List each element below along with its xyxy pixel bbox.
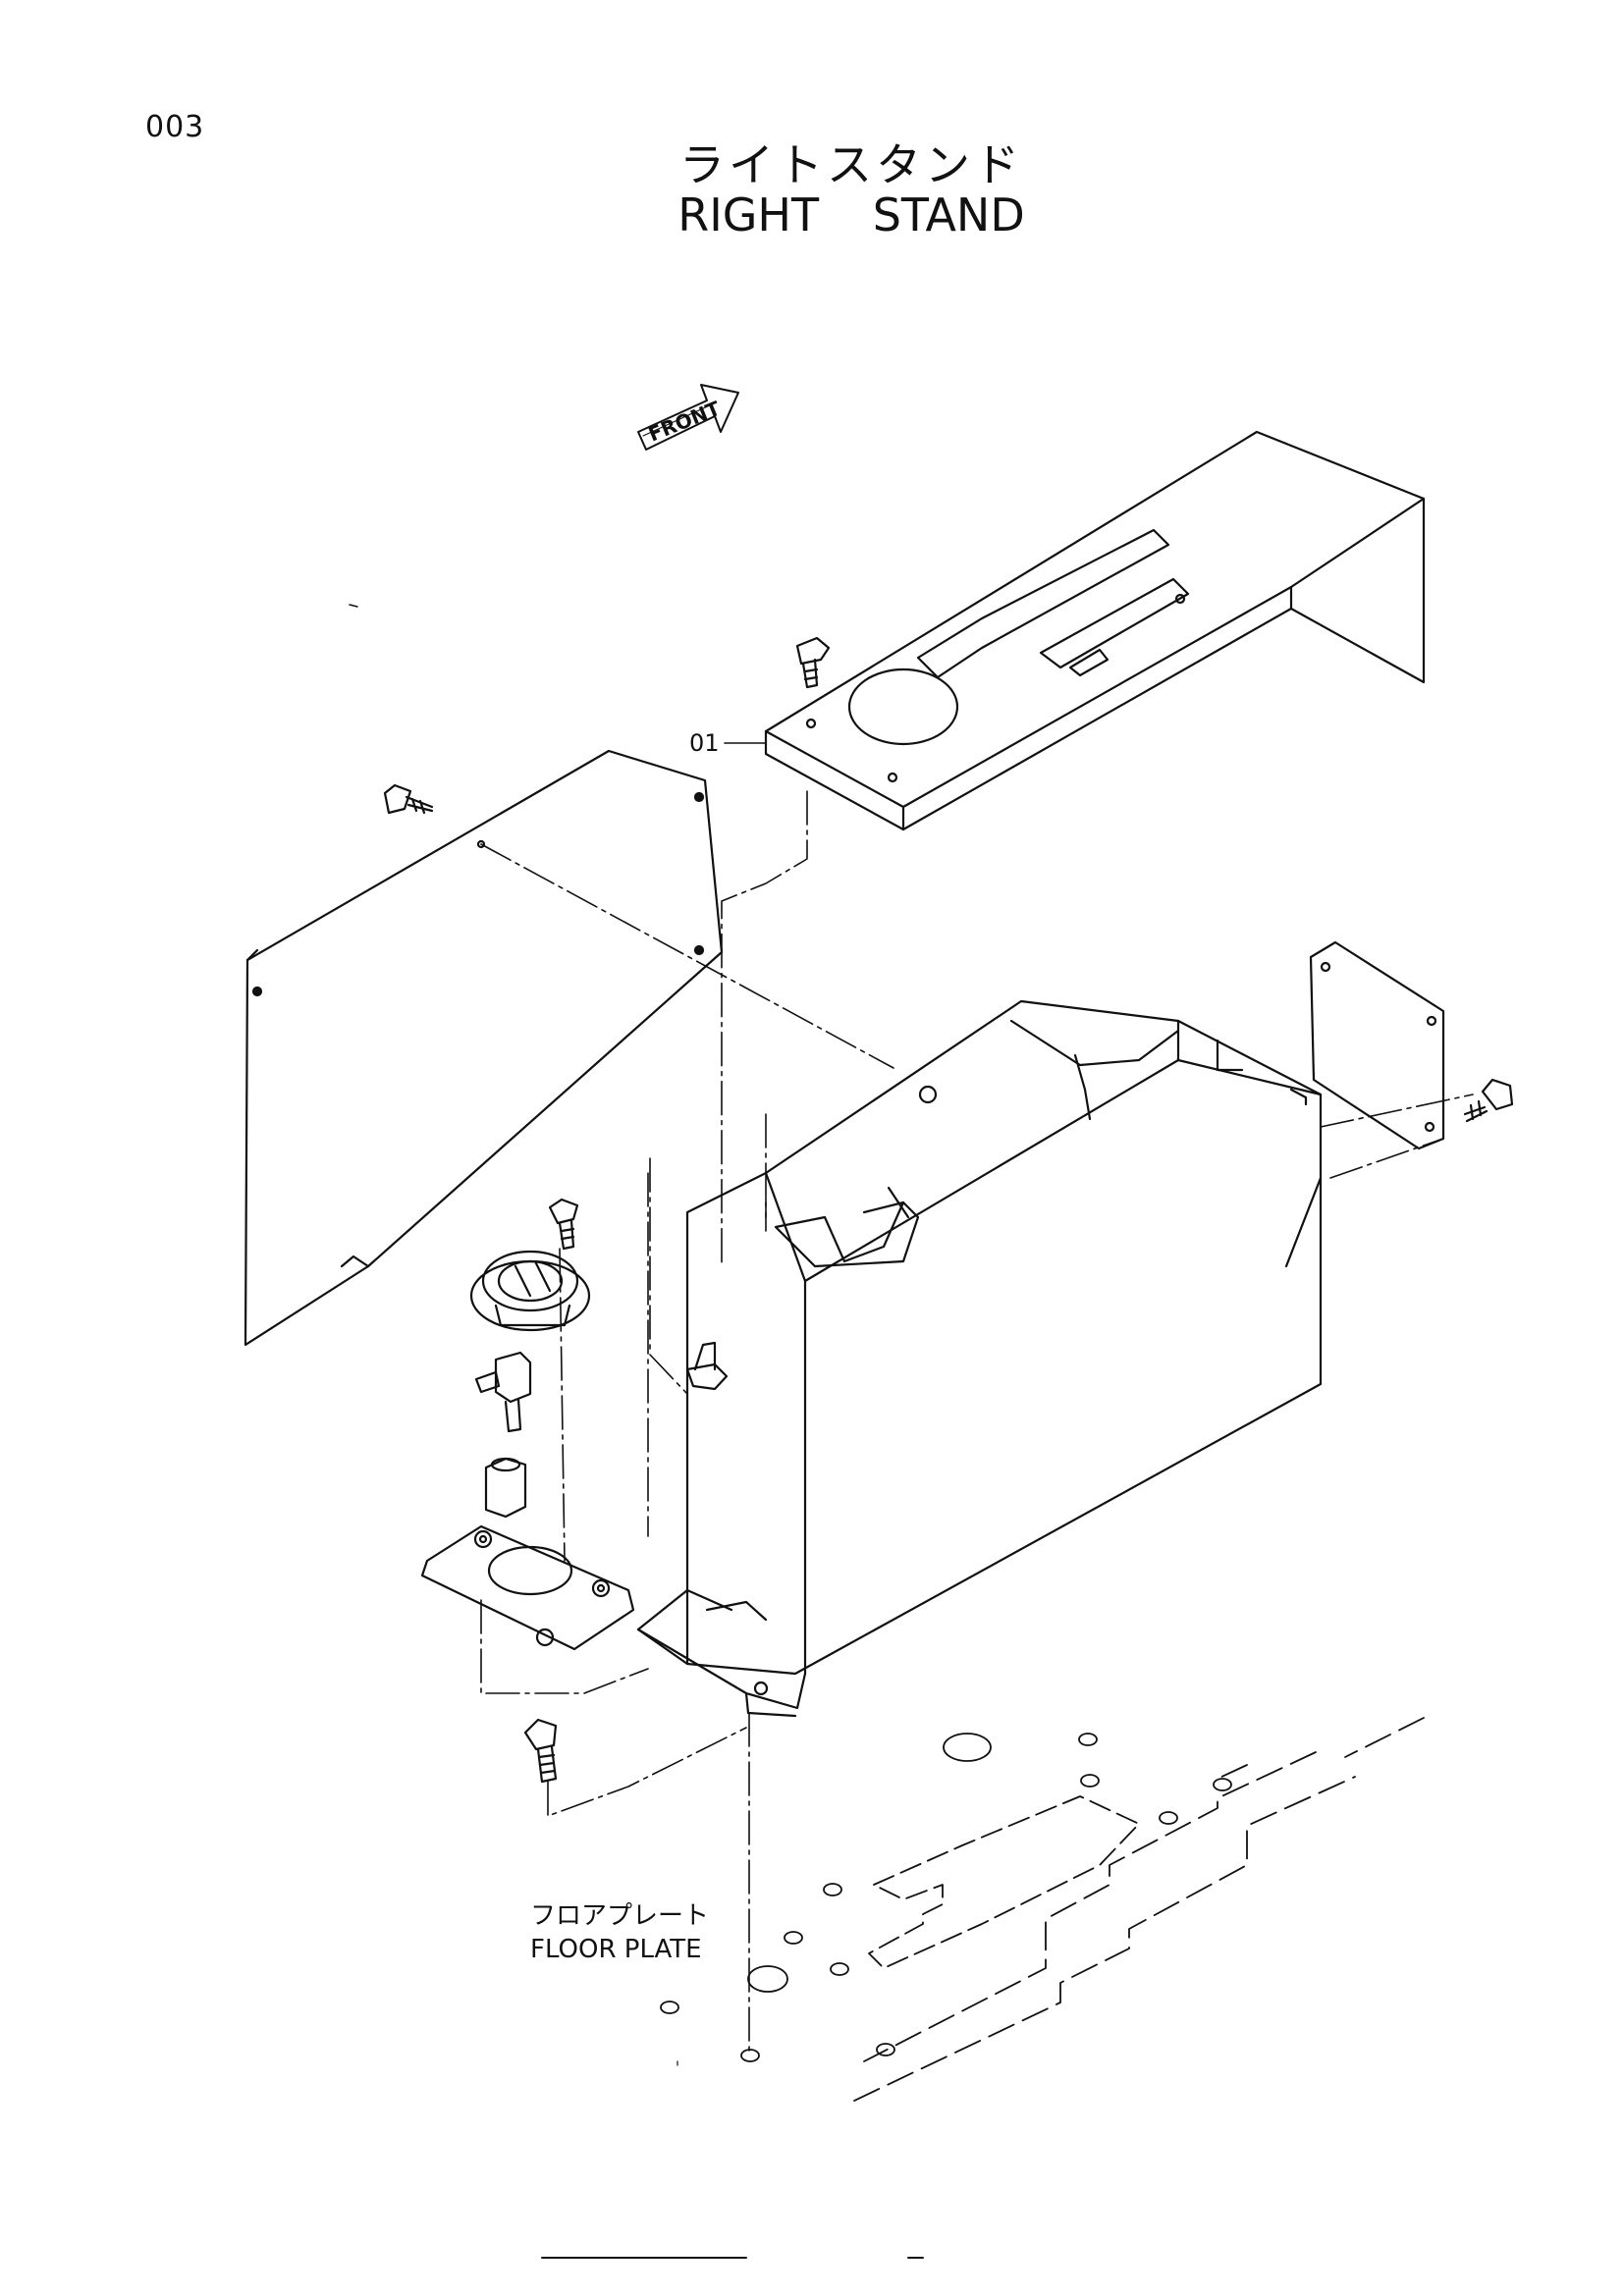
floor-plate-label-ja: フロアプレート bbox=[530, 1901, 710, 1931]
rear-bolt bbox=[1463, 1078, 1514, 1123]
title-japanese: ライトスタンド bbox=[679, 138, 1023, 191]
callout-01-label: 01 bbox=[689, 729, 720, 757]
stand-body bbox=[636, 999, 1323, 1718]
lower-bolt bbox=[523, 1718, 558, 1784]
spacer-nut bbox=[484, 1457, 527, 1519]
top-plate-bolt bbox=[795, 636, 831, 689]
body-bolt bbox=[685, 1341, 729, 1391]
switch-screw bbox=[548, 1198, 579, 1251]
assembly-lines bbox=[480, 790, 1474, 2057]
top-plate bbox=[764, 430, 1426, 831]
title-english: RIGHT STAND bbox=[677, 188, 1025, 241]
side-panel-bolt bbox=[383, 783, 434, 815]
floor-plate-label-en: FLOOR PLATE bbox=[530, 1935, 702, 1964]
floor-plate-label: フロアプレート FLOOR PLATE bbox=[530, 1899, 709, 1966]
front-arrow-label: FRONT bbox=[645, 397, 724, 447]
page-number: 003 bbox=[145, 110, 205, 144]
mounting-bracket bbox=[420, 1524, 635, 1651]
front-arrow: FRONT bbox=[637, 384, 739, 451]
switch-assembly bbox=[469, 1250, 591, 1332]
spacer-small bbox=[474, 1351, 532, 1433]
floor-plate bbox=[853, 1717, 1425, 2102]
rear-cover-plate bbox=[1309, 940, 1445, 1150]
floor-plate-holes bbox=[660, 1733, 1232, 2062]
